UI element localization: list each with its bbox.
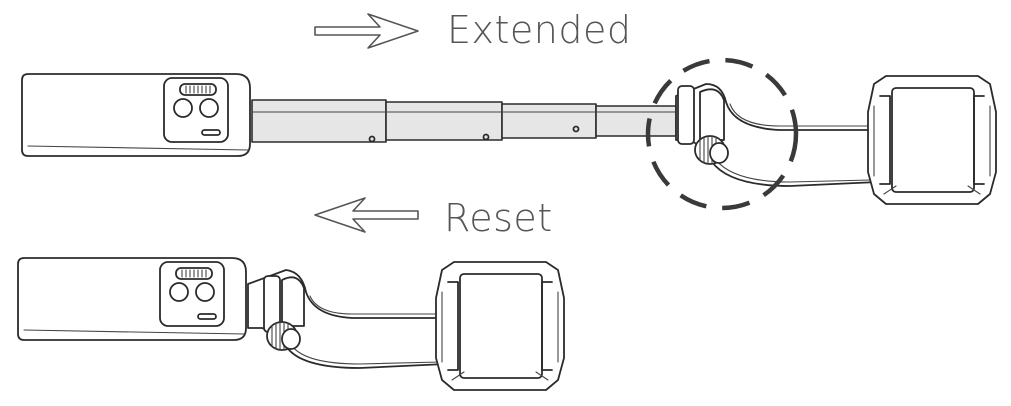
phone-clamp bbox=[435, 261, 565, 391]
arrow-right-icon bbox=[314, 13, 419, 49]
label-extended: Extended bbox=[447, 8, 632, 52]
connector-arm bbox=[675, 83, 879, 187]
phone-clamp bbox=[867, 75, 997, 205]
label-reset: Reset bbox=[444, 196, 553, 240]
grip-handle bbox=[21, 73, 251, 157]
device-reset bbox=[17, 257, 565, 391]
highlight-circle bbox=[645, 57, 799, 211]
device-extended bbox=[21, 57, 997, 211]
connector-arm bbox=[247, 269, 447, 369]
grip-handle bbox=[17, 257, 247, 341]
arrow-left-icon bbox=[314, 197, 419, 233]
telescopic-rod bbox=[251, 99, 677, 143]
